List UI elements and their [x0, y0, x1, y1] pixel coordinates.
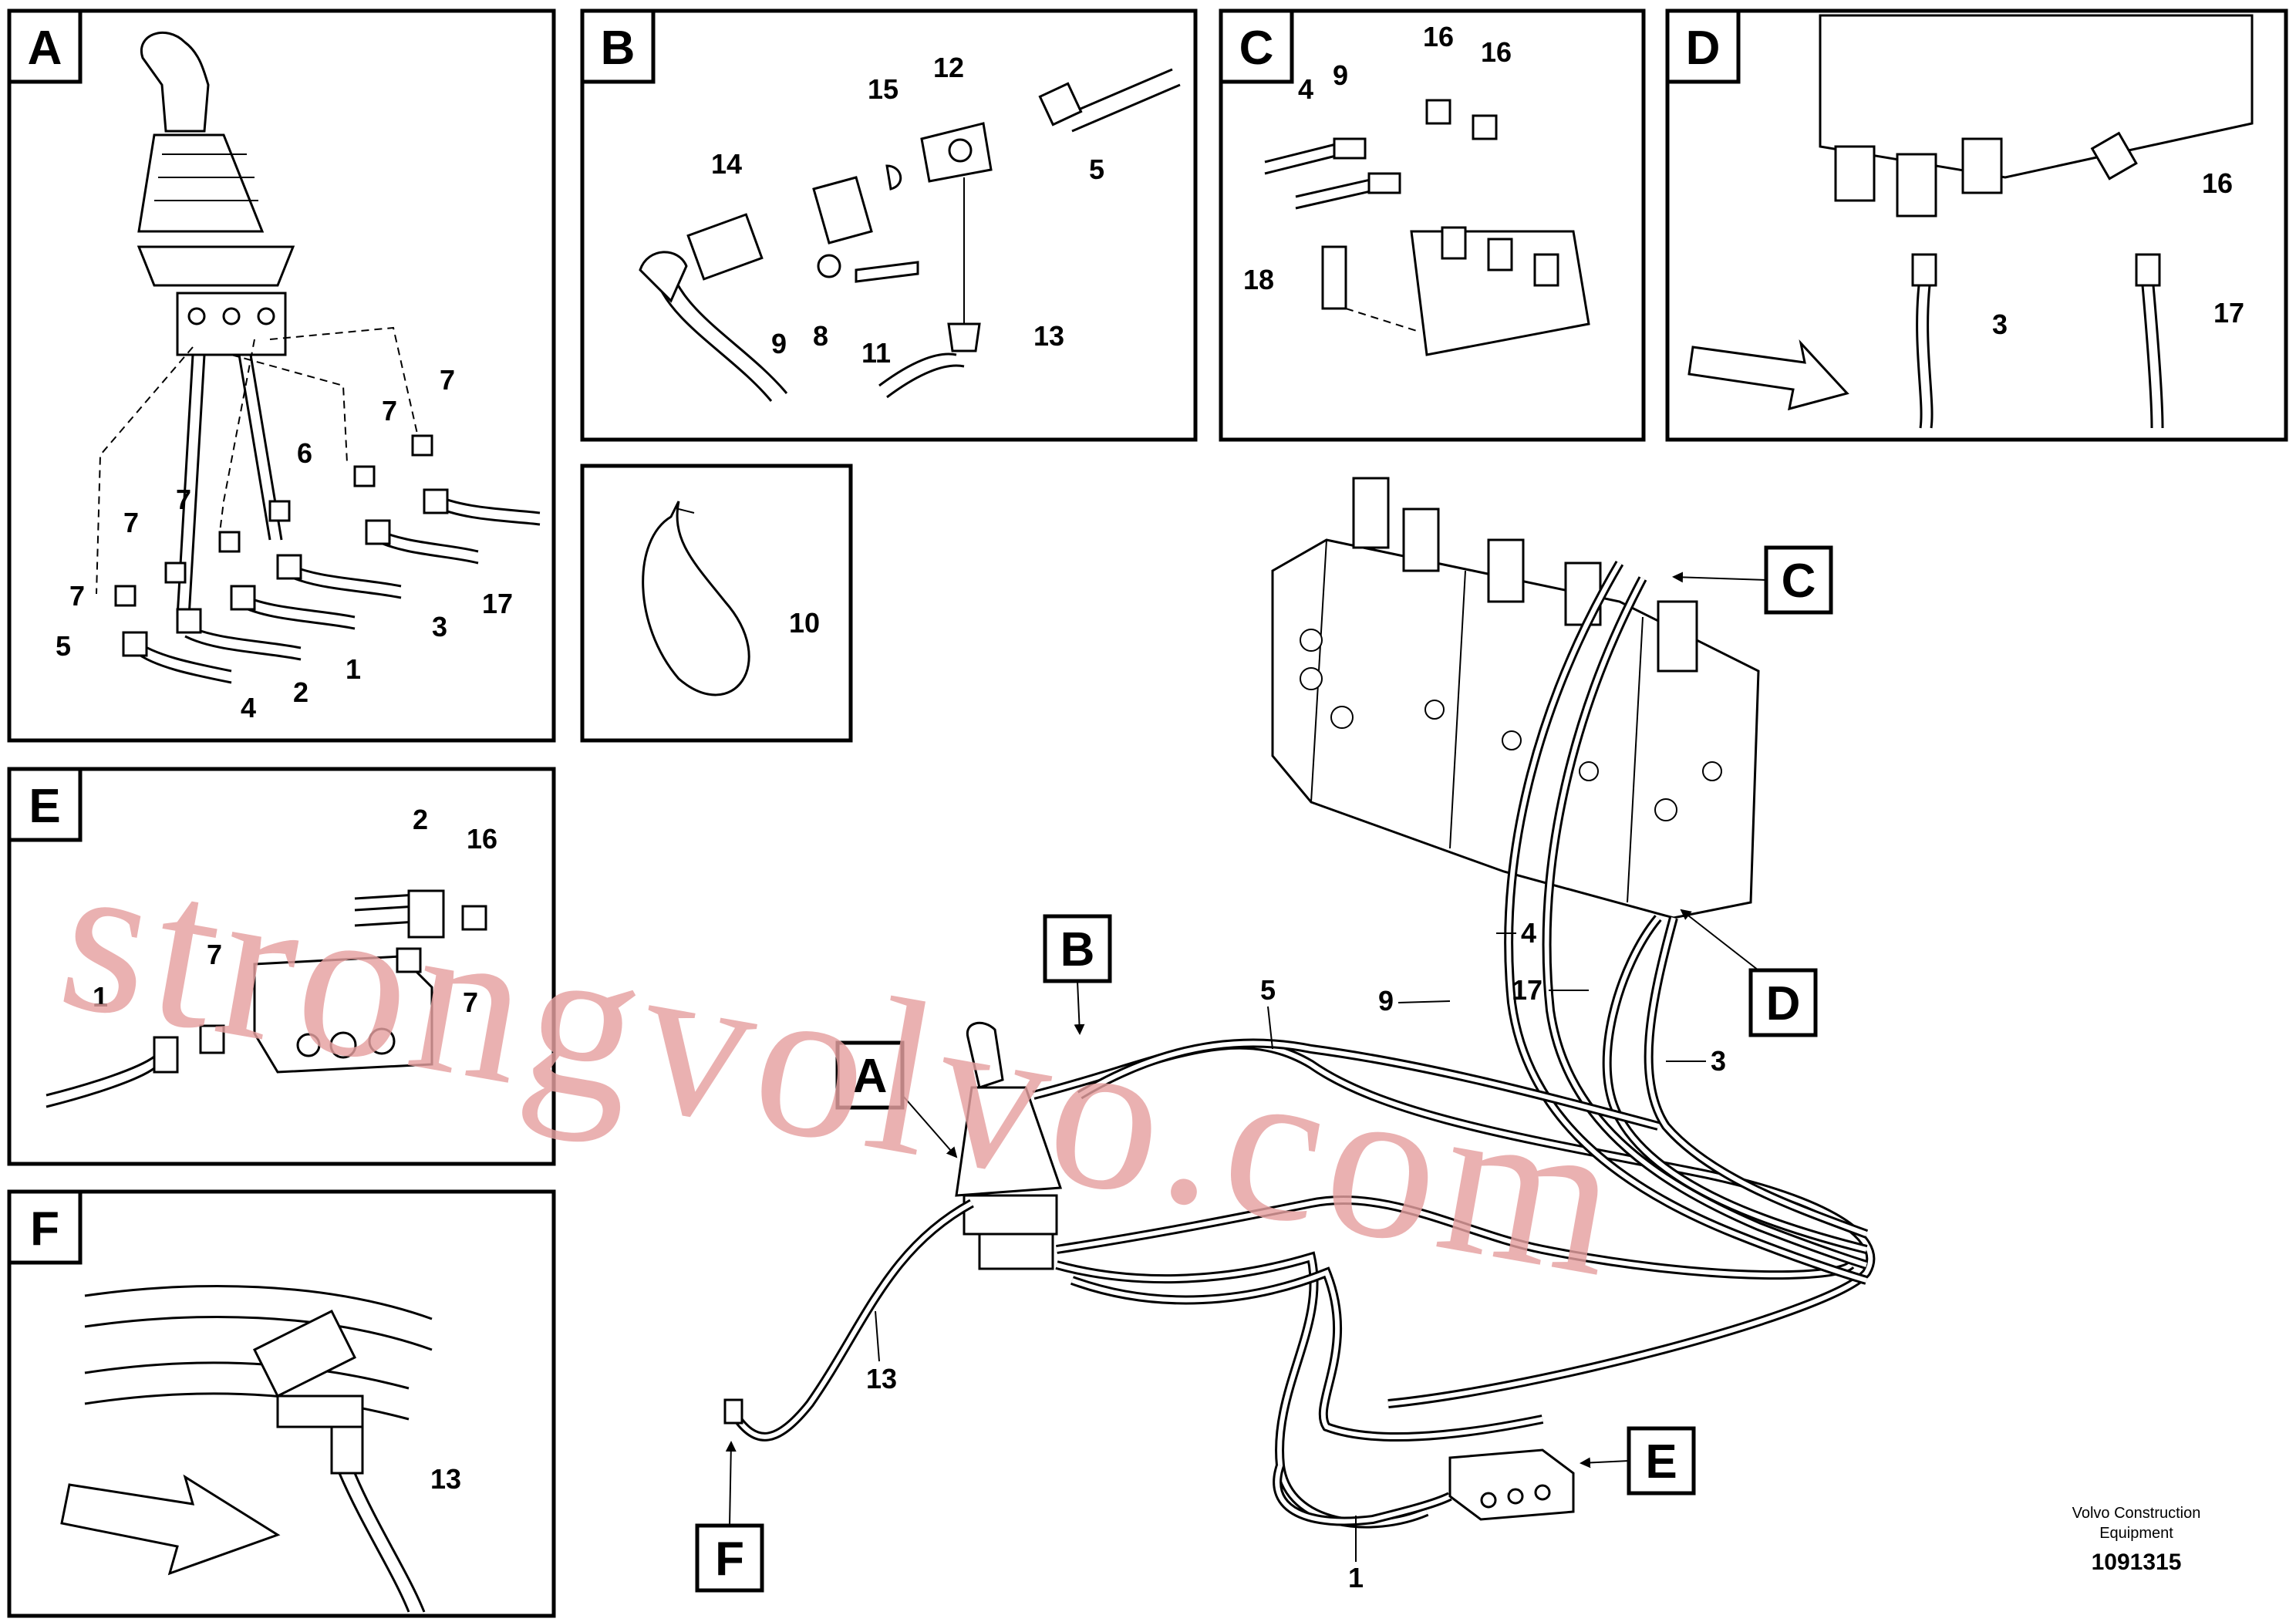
view-tag-b: B — [1043, 914, 1112, 1035]
panel-c: C 4 9 16 16 18 — [1219, 8, 1646, 442]
callout-main-4: 4 — [1521, 917, 1536, 949]
callout-e-16: 16 — [467, 823, 497, 855]
panel-b: B 15 12 14 5 9 8 11 13 — [580, 8, 1198, 442]
joystick-drawing — [137, 31, 295, 356]
svg-text:C: C — [1782, 555, 1816, 608]
callout-main-9: 9 — [1378, 985, 1394, 1017]
callout-a-1: 1 — [346, 653, 361, 685]
callout-b-11: 11 — [861, 337, 891, 369]
callout-e-7-b: 7 — [463, 986, 478, 1018]
callout-b-13: 13 — [1033, 320, 1064, 352]
callout-a-3: 3 — [432, 611, 447, 642]
callout-10: 10 — [789, 607, 820, 639]
callout-c-16-b: 16 — [1481, 36, 1512, 68]
hose-bundle — [728, 560, 1876, 1529]
callout-a-7-mid2: 7 — [176, 484, 191, 515]
panel-d: D 16 3 17 — [1665, 8, 2288, 442]
svg-text:A: A — [853, 1050, 888, 1103]
callout-b-8: 8 — [813, 320, 828, 352]
panel-f: F 13 — [7, 1189, 556, 1618]
callout-a-4: 4 — [241, 692, 256, 723]
callout-main-5: 5 — [1260, 974, 1276, 1006]
view-tag-a: A — [835, 1040, 958, 1158]
callout-d-3: 3 — [1992, 309, 2008, 340]
panel-d-label: D — [1686, 22, 1721, 75]
view-tag-f: F — [695, 1441, 764, 1593]
callout-d-17: 17 — [2213, 297, 2244, 329]
callout-a-7-mid1: 7 — [123, 507, 139, 538]
view-tag-e: E — [1580, 1426, 1696, 1496]
callout-d-16: 16 — [2202, 167, 2233, 199]
panel-e: E 2 16 7 1 7 — [7, 767, 556, 1166]
callout-main-13: 13 — [866, 1363, 897, 1394]
panel-a-label: A — [28, 22, 62, 75]
control-valve-drawing — [1271, 477, 1760, 919]
callout-b-9: 9 — [771, 328, 787, 359]
callout-f-13: 13 — [430, 1463, 461, 1495]
drawing-number: 1091315 — [2092, 1549, 2182, 1575]
panel-f-label: F — [30, 1202, 59, 1256]
callout-e-1: 1 — [93, 981, 108, 1013]
view-tag-c: C — [1672, 545, 1833, 615]
svg-text:F: F — [715, 1533, 744, 1586]
main-joystick — [955, 1021, 1063, 1270]
main-assembly: B A C D E F 4 5 — [695, 477, 1876, 1593]
callout-c-9: 9 — [1333, 59, 1348, 91]
callout-main-3: 3 — [1711, 1045, 1726, 1077]
callout-b-14: 14 — [711, 148, 742, 180]
credit-line-2: Equipment — [2099, 1525, 2173, 1542]
callout-a-2: 2 — [293, 676, 308, 708]
svg-text:E: E — [1645, 1435, 1677, 1489]
callout-a-7-right1: 7 — [382, 395, 397, 427]
panel-cable-tie: 10 — [580, 464, 853, 743]
callout-a-5: 5 — [56, 630, 71, 662]
callout-a-7-right2: 7 — [440, 364, 455, 396]
callout-a-6: 6 — [297, 437, 312, 469]
callout-main-17: 17 — [1512, 974, 1542, 1006]
callout-b-12: 12 — [933, 52, 964, 83]
panel-a: A 7 — [7, 8, 556, 743]
callout-main-1: 1 — [1348, 1562, 1364, 1593]
callout-e-2: 2 — [413, 804, 428, 835]
svg-text:B: B — [1060, 923, 1095, 976]
panel-c-label: C — [1239, 22, 1274, 75]
credit-line-1: Volvo Construction — [2072, 1505, 2201, 1522]
panel-e-label: E — [29, 780, 60, 833]
callout-a-17: 17 — [482, 588, 513, 619]
callout-a-7-left: 7 — [69, 580, 85, 612]
callout-c-4: 4 — [1298, 73, 1313, 105]
panel-b-label: B — [601, 22, 636, 75]
svg-text:D: D — [1766, 977, 1801, 1030]
callout-b-15: 15 — [868, 73, 899, 105]
callout-e-7-a: 7 — [207, 939, 222, 970]
credit-block: Volvo Construction Equipment 1091315 — [2072, 1505, 2201, 1575]
callout-c-16-a: 16 — [1423, 21, 1454, 52]
view-tag-d: D — [1680, 909, 1818, 1037]
callout-b-5: 5 — [1089, 153, 1104, 185]
callout-c-18: 18 — [1243, 264, 1274, 295]
